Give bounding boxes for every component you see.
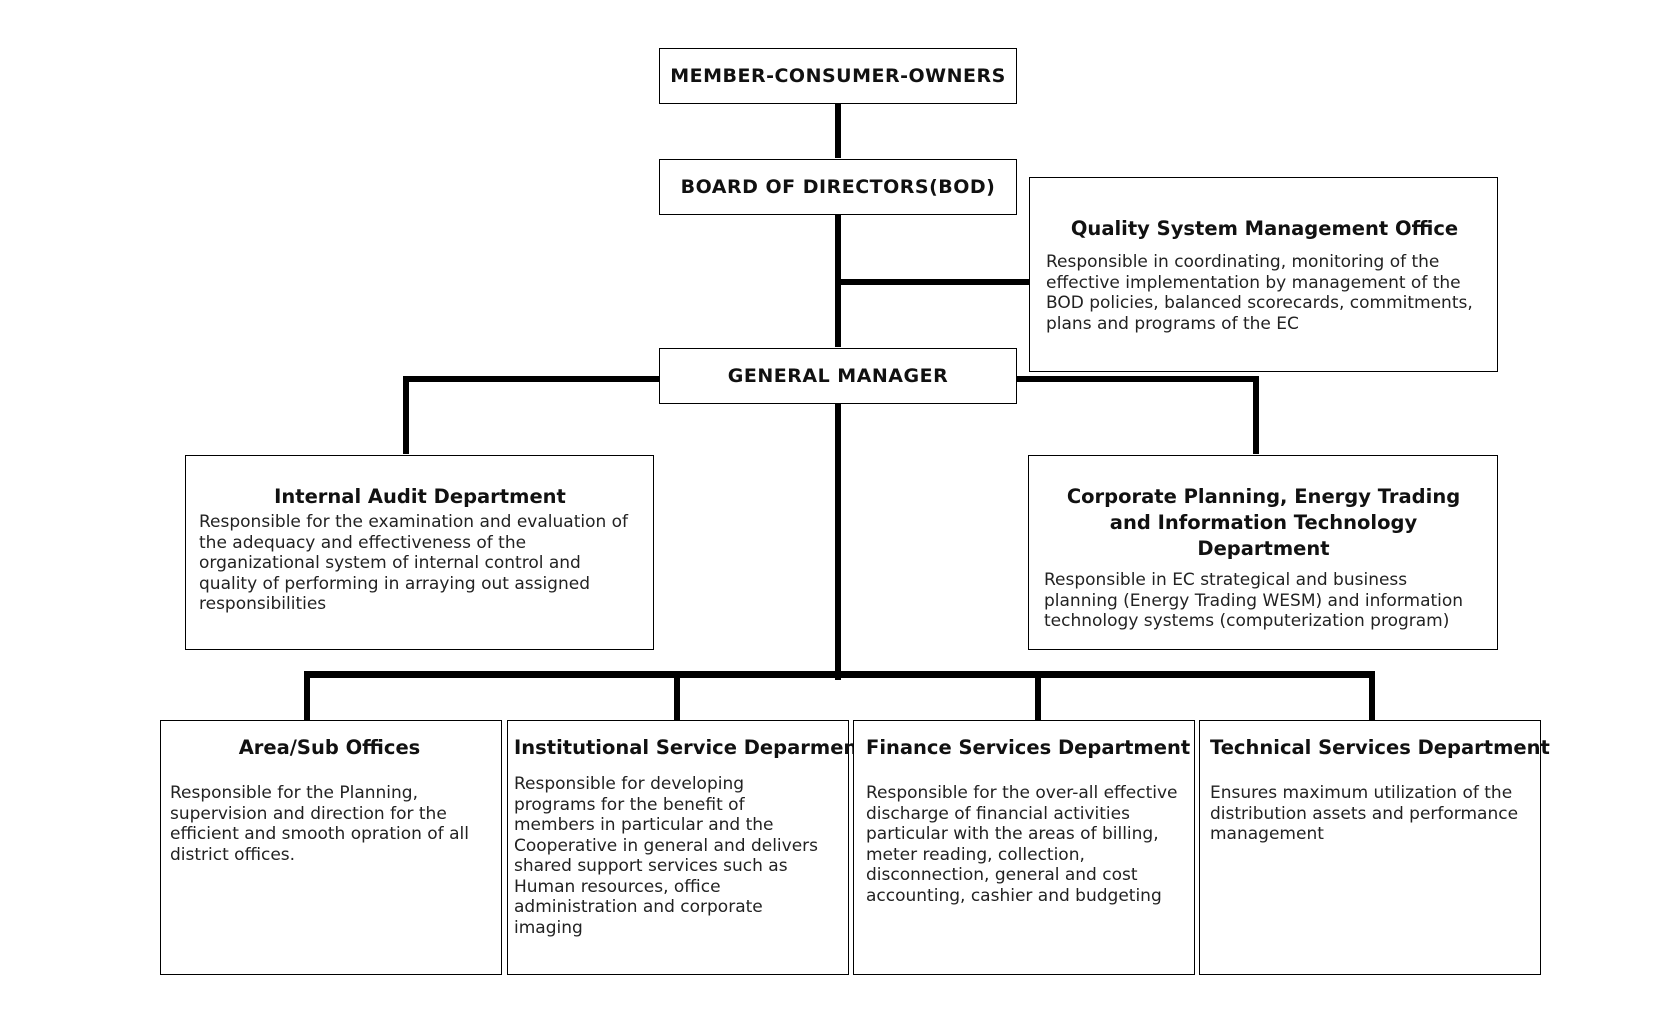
area-offices-desc: Responsible for the Planning, supervisio… bbox=[170, 783, 469, 865]
technical-services-title: Technical Services Department bbox=[1210, 736, 1550, 759]
area-offices-title: Area/Sub Offices bbox=[238, 736, 421, 759]
board-box: BOARD OF DIRECTORS(BOD) bbox=[659, 159, 1017, 215]
connector-audit-vertical bbox=[403, 376, 409, 454]
quality-system-office-box: Quality System Management Office Respons… bbox=[1029, 177, 1498, 372]
institutional-service-title: Institutional Service Deparment bbox=[514, 736, 867, 759]
connector-isd bbox=[674, 671, 680, 720]
corporate-planning-box: Corporate Planning, Energy Trading and I… bbox=[1028, 455, 1498, 650]
general-manager-title: GENERAL MANAGER bbox=[727, 365, 949, 387]
institutional-service-box: Institutional Service Deparment Responsi… bbox=[507, 720, 867, 975]
quality-system-office-title: Quality System Management Office bbox=[1070, 217, 1459, 240]
corporate-planning-desc: Responsible in EC strategical and busine… bbox=[1044, 570, 1464, 631]
institutional-service-desc: Responsible for developing programs for … bbox=[514, 774, 819, 938]
finance-services-title: Finance Services Department bbox=[866, 736, 1191, 759]
connector-fsd bbox=[1035, 671, 1041, 720]
internal-audit-title: Internal Audit Department bbox=[274, 485, 566, 508]
general-manager-box: GENERAL MANAGER bbox=[659, 348, 1017, 404]
internal-audit-box: Internal Audit Department Responsible fo… bbox=[185, 455, 654, 650]
connector-cpet-vertical bbox=[1253, 376, 1259, 454]
technical-services-box: Technical Services Department Ensures ma… bbox=[1199, 720, 1550, 975]
connector-gm-left-horizontal bbox=[403, 376, 659, 382]
connector-area bbox=[304, 671, 310, 720]
members-box: MEMBER-CONSUMER-OWNERS bbox=[659, 48, 1017, 104]
connector-members-board bbox=[835, 104, 841, 158]
finance-services-desc: Responsible for the over-all effective d… bbox=[866, 783, 1178, 906]
connector-tsd bbox=[1369, 671, 1375, 720]
internal-audit-desc: Responsible for the examination and eval… bbox=[199, 512, 629, 614]
finance-services-box: Finance Services Department Responsible … bbox=[853, 720, 1195, 975]
connector-qsmo bbox=[838, 279, 1029, 285]
connector-gm-trunk bbox=[835, 404, 841, 680]
members-title: MEMBER-CONSUMER-OWNERS bbox=[670, 65, 1006, 87]
area-offices-box: Area/Sub Offices Responsible for the Pla… bbox=[160, 720, 502, 975]
board-title: BOARD OF DIRECTORS(BOD) bbox=[680, 176, 996, 198]
corporate-planning-title: Corporate Planning, Energy Trading and I… bbox=[1066, 485, 1461, 560]
quality-system-office-desc: Responsible in coordinating, monitoring … bbox=[1046, 252, 1473, 334]
connector-gm-right-horizontal bbox=[1016, 376, 1259, 382]
connector-bottom-bus bbox=[304, 671, 1375, 678]
technical-services-desc: Ensures maximum utilization of the distr… bbox=[1210, 783, 1519, 844]
